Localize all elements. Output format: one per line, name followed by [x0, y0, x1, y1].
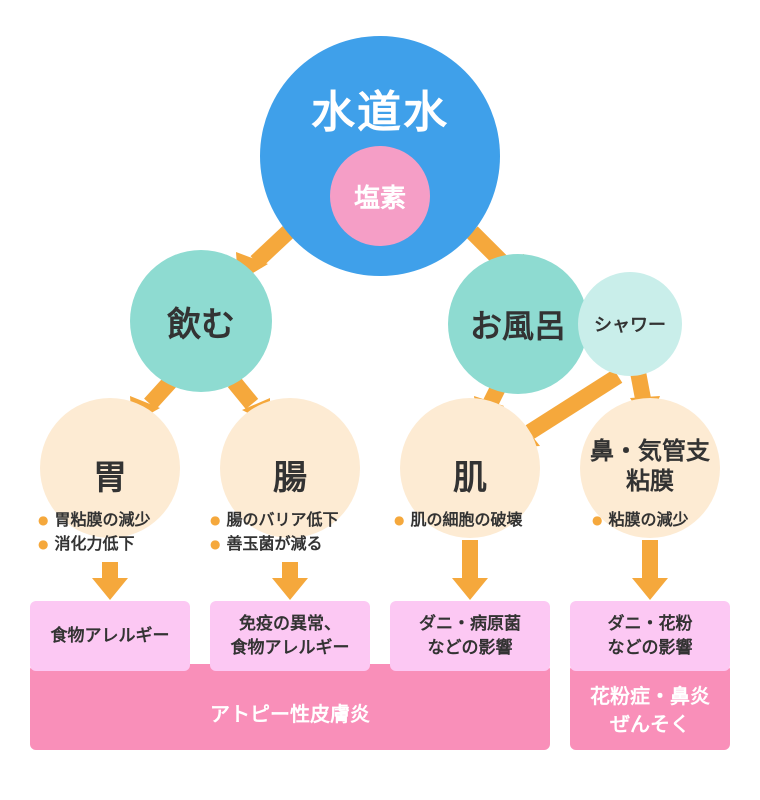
result-nose-mites-pollen: ダニ・花粉 などの影響 — [570, 601, 730, 671]
arrow-stomach-down — [92, 562, 128, 600]
list-item: ●善玉菌が減る — [210, 532, 339, 556]
skin-effects: ●肌の細胞の破壊 — [394, 508, 523, 532]
result-food-allergy: 食物アレルギー — [30, 601, 190, 671]
atopy-label: アトピー性皮膚炎 — [210, 702, 370, 726]
list-item: ●腸のバリア低下 — [210, 508, 339, 532]
result-skin-mites: ダニ・病原菌 などの影響 — [390, 601, 550, 671]
pollen-label: 花粉症・鼻炎 ぜんそく — [590, 684, 710, 736]
list-item: ●粘膜の減少 — [592, 508, 689, 532]
intestine-node: 腸 — [220, 398, 360, 538]
list-item: ●肌の細胞の破壊 — [394, 508, 523, 532]
list-item: ●胃粘膜の減少 — [38, 508, 151, 532]
bullet-icon: ● — [38, 513, 49, 527]
skin-node: 肌 — [400, 398, 540, 538]
pollen-outcome: 花粉症・鼻炎 ぜんそく — [570, 664, 730, 750]
intestine-effects: ●腸のバリア低下 ●善玉菌が減る — [210, 508, 339, 556]
tap-water-title: 水道水 — [311, 87, 449, 138]
list-item: ●消化力低下 — [38, 532, 151, 556]
nose-effects: ●粘膜の減少 — [592, 508, 689, 532]
arrow-skin-down — [452, 540, 488, 600]
result-immune-abnormality: 免疫の異常、 食物アレルギー — [210, 601, 370, 671]
bullet-icon: ● — [38, 537, 49, 551]
bullet-icon: ● — [210, 513, 221, 527]
bullet-icon: ● — [210, 537, 221, 551]
stomach-effects: ●胃粘膜の減少 ●消化力低下 — [38, 508, 151, 556]
stomach-label: 胃 — [93, 458, 127, 498]
nose-bronchi-label: 鼻・気管支 粘膜 — [580, 436, 720, 496]
chlorine-node: 塩素 — [330, 146, 430, 246]
bullet-icon: ● — [394, 513, 405, 527]
nose-label-line1: 鼻・気管支 — [590, 437, 710, 465]
atopy-outcome: アトピー性皮膚炎 — [30, 664, 550, 750]
bullet-icon: ● — [592, 513, 603, 527]
nose-bronchi-node: 鼻・気管支 粘膜 — [580, 398, 720, 538]
drink-node: 飲む — [130, 250, 272, 392]
arrow-intestine-down — [272, 562, 308, 600]
intestine-label: 腸 — [273, 458, 307, 498]
stomach-node: 胃 — [40, 398, 180, 538]
bath-node: お風呂 — [448, 254, 588, 394]
nose-label-line2: 粘膜 — [626, 467, 674, 495]
arrow-nose-down — [632, 540, 668, 600]
skin-label: 肌 — [453, 458, 487, 498]
shower-node: シャワー — [578, 272, 682, 376]
